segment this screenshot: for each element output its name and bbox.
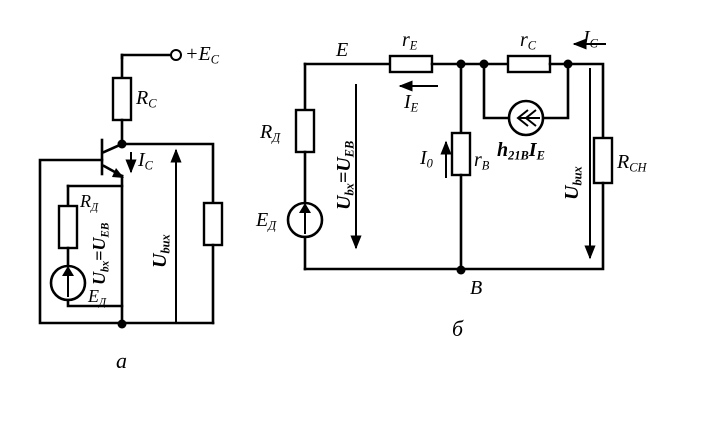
fig-a-supply-label: +EC — [185, 43, 219, 67]
fig-b-i0-label: I0 — [420, 147, 433, 171]
fig-b-rd-label: RД — [260, 121, 281, 145]
fig-b-ic-label: IC — [583, 27, 598, 51]
fig-a-rc-label: RC — [136, 87, 157, 111]
fig-a-ed-label: EД — [88, 286, 107, 309]
fig-b-uin-label: Ubx=UEB — [333, 140, 357, 210]
fig-b-node-b-label: B — [470, 277, 483, 299]
fig-b-node-e-label: E — [336, 39, 349, 61]
fig-a-rd-label: RД — [80, 191, 99, 214]
fig-b-rb-resistor — [450, 131, 472, 177]
fig-a-rc-resistor — [111, 76, 133, 122]
fig-a-caption: а — [116, 348, 127, 373]
fig-a-uin-label: Ubx=UEB — [89, 222, 112, 285]
fig-b-rd-resistor — [294, 108, 316, 154]
fig-b-rb-label: rB — [474, 149, 490, 173]
fig-b-ie-label: IE — [404, 91, 419, 115]
fig-b-ed-label: EД — [256, 209, 277, 233]
fig-b-circuit — [286, 38, 614, 275]
fig-b-re-resistor — [388, 54, 434, 74]
fig-b-load-resistor — [592, 136, 614, 185]
fig-b-gen-label: h21BIE — [497, 139, 545, 163]
fig-b-rc-resistor — [506, 54, 552, 74]
fig-a-transistor-collector — [102, 142, 124, 154]
fig-a-circuit — [38, 49, 224, 329]
fig-b-rc-label: rC — [520, 29, 537, 53]
fig-a-uout-label: Ubux — [149, 234, 173, 268]
fig-b-re-label: rE — [402, 29, 418, 53]
fig-a-ic-label: IC — [138, 149, 153, 173]
fig-a-supply-terminal — [170, 49, 182, 61]
fig-a-rd-resistor — [57, 204, 79, 250]
fig-b-rload-label: RCH — [617, 151, 647, 175]
fig-b-uout-label: Ubux — [561, 166, 585, 200]
fig-a-supply-wire — [120, 53, 172, 60]
fig-a-load-resistor — [202, 201, 224, 247]
fig-b-caption: б — [452, 316, 464, 341]
